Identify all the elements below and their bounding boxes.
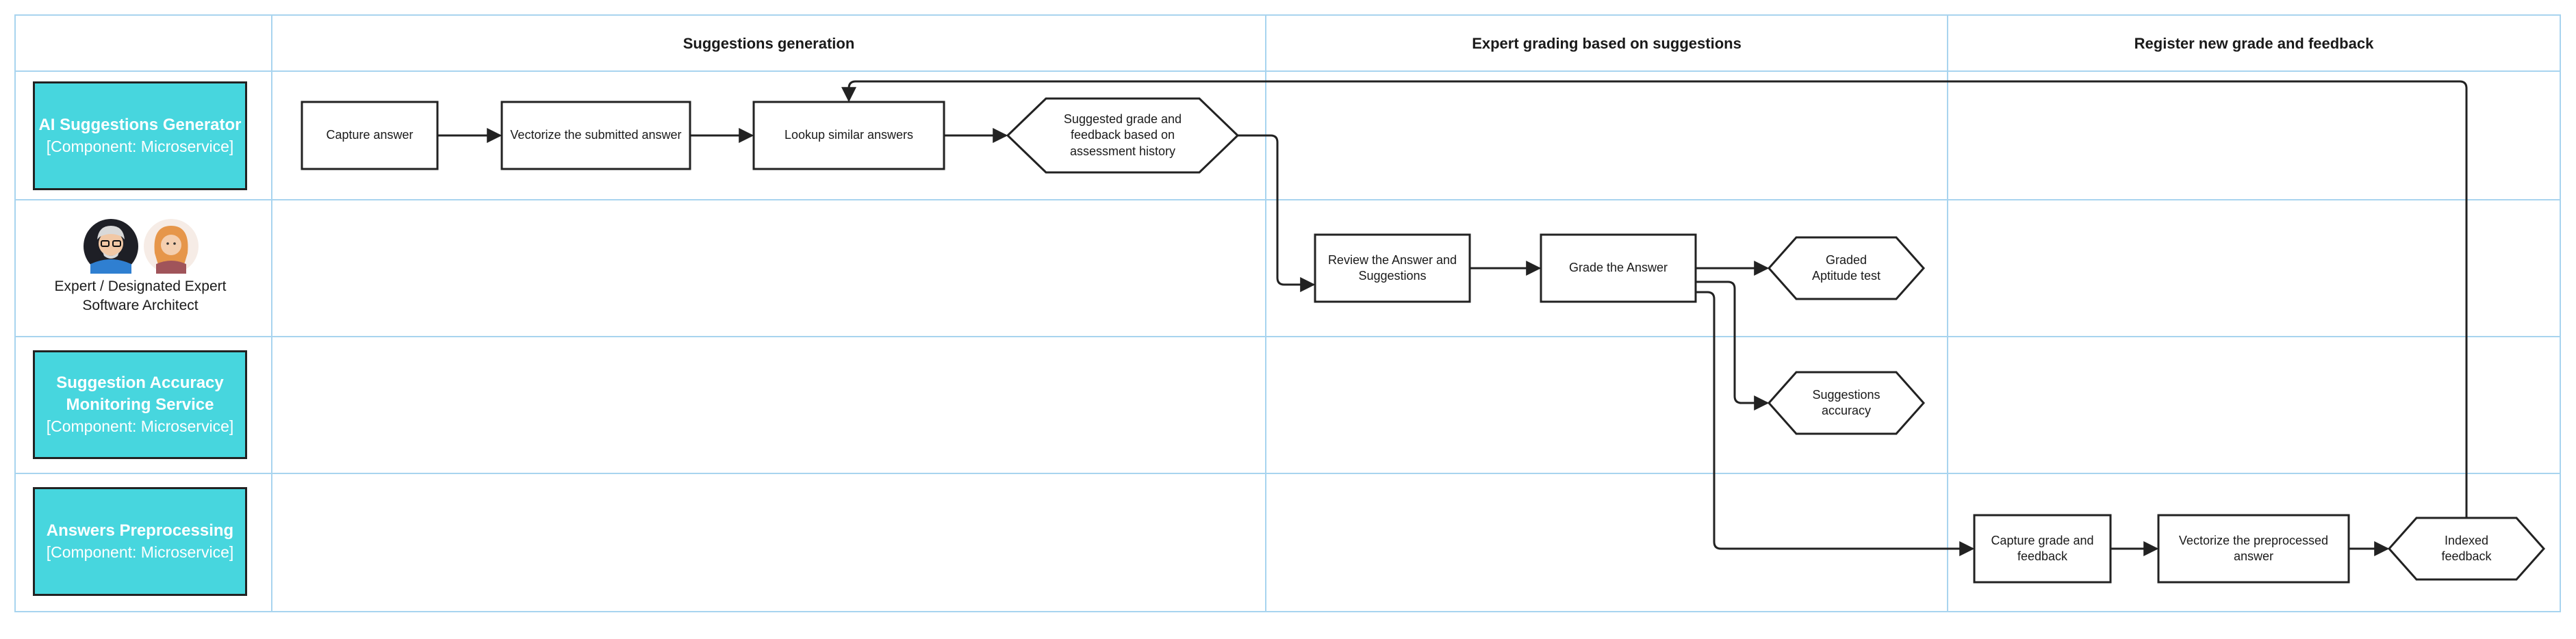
indexed-feedback-label: Indexed feedback [2441,533,2492,563]
graded-test-label: Graded Aptitude test [1811,252,1881,283]
grade-answer-label: Grade the Answer [1568,261,1668,275]
lane-subtitle: [Component: Microservice] [46,543,234,562]
vectorize-submitted-box[interactable] [500,101,691,170]
node-shapes [301,97,2546,584]
actor-line-2: Software Architect [82,298,199,314]
connectors [437,80,2468,556]
arrow-suggested-to-review [1238,134,1316,292]
actor-line-1: Expert / Designated Expert [54,278,227,294]
review-answer-label: Review the Answer and Suggestions [1327,252,1457,283]
arrow-indexed-to-lookup [841,80,2468,518]
lane-expert-actor-label: Expert / Designated Expert Software Arch… [27,277,253,316]
lane-answers-preprocessing[interactable]: Answers Preprocessing [Component: Micros… [33,487,247,596]
capture-grade-label: Capture grade and feedback [1991,533,2094,563]
expert-avatar [84,219,138,274]
lane-subtitle: [Component: Microservice] [46,138,234,156]
suggestions-accuracy-hexagon[interactable] [1767,371,1926,435]
lane-subtitle: [Component: Microservice] [46,417,234,436]
lane-title: AI Suggestions Generator [38,115,242,134]
capture-answer-label: Capture answer [326,128,413,142]
phase-title-suggestions-generation: Suggestions generation [683,35,855,52]
vectorize-submitted-label: Vectorize the submitted answer [510,128,682,142]
phase-title-register-grade: Register new grade and feedback [2134,35,2374,52]
phase-title-expert-grading: Expert grading based on suggestions [1472,35,1742,52]
lane-title: Answers Preprocessing [46,521,234,540]
graded-test-hexagon[interactable] [1767,236,1926,300]
lane-ai-suggestions-generator[interactable]: AI Suggestions Generator [Component: Mic… [33,81,247,190]
indexed-feedback-hexagon[interactable] [2387,517,2546,581]
suggestions-accuracy-label: Suggestions accuracy [1812,387,1880,417]
lookup-similar-label: Lookup similar answers [784,128,914,142]
suggested-grade-label: Suggested grade and feedback based on as… [1063,112,1182,158]
review-answer-box[interactable] [1314,233,1471,303]
architect-avatar [144,219,199,274]
arrow-grade-to-capture-grade [1696,291,1975,556]
arrow-grade-to-accuracy [1696,281,1770,410]
lane-grid [14,14,2561,612]
lane-suggestion-accuracy-monitoring[interactable]: Suggestion Accuracy Monitoring Service [… [33,350,247,459]
capture-answer-box[interactable] [301,101,439,170]
vectorize-preprocessed-label: Vectorize the preprocessed answer [2178,533,2329,563]
grade-answer-box[interactable] [1540,233,1697,303]
lane-title: Suggestion Accuracy Monitoring Service [56,373,224,414]
